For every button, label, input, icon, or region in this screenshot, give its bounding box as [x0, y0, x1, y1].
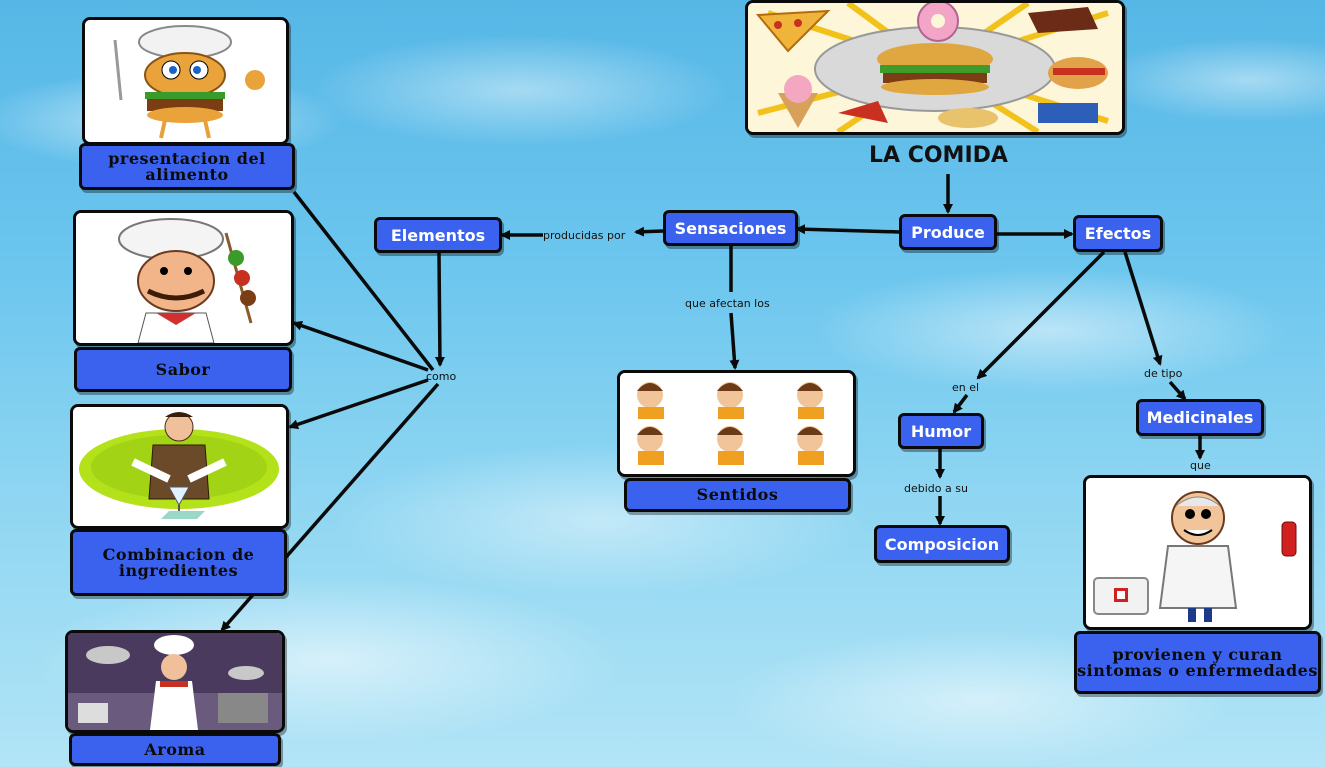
node-elementos[interactable]: Elementos — [374, 217, 502, 253]
link-label-en-el: en el — [952, 381, 980, 394]
link-label-que-afectan: que afectan los — [685, 297, 770, 310]
link-produce-sensaciones — [795, 224, 901, 235]
link-como-sabor — [292, 320, 429, 372]
link-queafectan-sentidos — [729, 312, 740, 370]
node-sentidos[interactable]: Sentidos — [624, 478, 851, 512]
node-sabor[interactable]: Sabor — [74, 347, 292, 392]
node-produce[interactable]: Produce — [899, 214, 997, 250]
waiter-image — [70, 404, 289, 529]
page-title: LA COMIDA — [869, 143, 1008, 168]
link-label-debido-a-su: debido a su — [904, 482, 968, 495]
children-senses-image — [617, 370, 856, 477]
node-efectos[interactable]: Efectos — [1073, 215, 1163, 252]
link-detipo-medicinales — [1168, 380, 1187, 401]
node-provienen[interactable]: provienen y curan sintomas o enfermedade… — [1074, 631, 1321, 694]
node-medicinales[interactable]: Medicinales — [1136, 399, 1264, 436]
node-composicion[interactable]: Composicion — [874, 525, 1010, 563]
chef-image — [73, 210, 294, 346]
link-como-combinacion — [288, 378, 429, 430]
link-efectos-enel — [976, 250, 1106, 380]
food-collage-image — [745, 0, 1125, 135]
node-aroma[interactable]: Aroma — [69, 733, 281, 766]
node-presentacion[interactable]: presentacion del alimento — [79, 143, 295, 190]
node-combinacion[interactable]: Combinacion de ingredientes — [70, 529, 287, 596]
link-label-producidas-por: producidas por — [543, 229, 626, 242]
link-presentacion-como — [292, 190, 435, 372]
link-label-que: que — [1190, 459, 1211, 472]
link-label-como: como — [426, 370, 457, 383]
link-efectos-detipo — [1123, 251, 1163, 366]
link-enel-humor — [952, 393, 969, 414]
link-sensaciones-producidas — [634, 226, 664, 237]
node-sensaciones[interactable]: Sensaciones — [663, 210, 798, 246]
link-elementos-como — [434, 252, 445, 367]
node-humor[interactable]: Humor — [898, 413, 984, 449]
link-label-de-tipo: de tipo — [1144, 367, 1183, 380]
burger-chef-image — [82, 17, 289, 145]
doctor-image — [1083, 475, 1312, 630]
chef-kitchen-image — [65, 630, 285, 733]
